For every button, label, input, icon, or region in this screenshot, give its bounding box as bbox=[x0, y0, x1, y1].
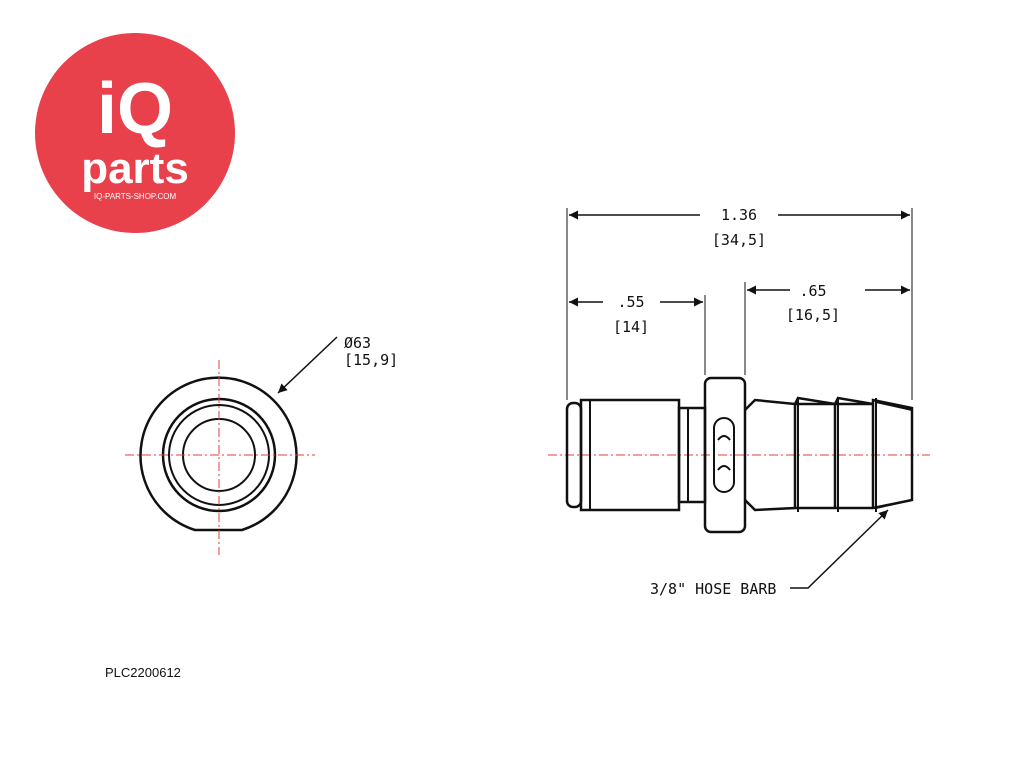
flange-logo-mark bbox=[717, 435, 731, 471]
logo-iq: iQ bbox=[97, 69, 173, 149]
diameter-leader bbox=[277, 336, 338, 394]
dim-left-inch: .55 bbox=[617, 293, 644, 311]
barb-taper-top bbox=[875, 401, 913, 411]
callout-leader bbox=[790, 509, 889, 589]
side-view: 1.36 [34,5] .55 [14] .65 [16,5] 3/8" HOS… bbox=[548, 206, 930, 598]
end-view: Ø63 [15,9] bbox=[125, 334, 398, 555]
diameter-inch: Ø63 bbox=[344, 334, 371, 352]
dim-left-mm: [14] bbox=[613, 318, 649, 336]
part-number: PLC2200612 bbox=[105, 665, 181, 680]
callout-text: 3/8" HOSE BARB bbox=[650, 580, 776, 598]
dim-right-mm: [16,5] bbox=[786, 306, 840, 324]
barb-taper-bottom bbox=[875, 499, 913, 509]
dim-overall-inch: 1.36 bbox=[721, 206, 757, 224]
diameter-mm: [15,9] bbox=[344, 351, 398, 369]
flange bbox=[703, 376, 747, 534]
hose-barb bbox=[744, 396, 914, 512]
logo-url: IQ-PARTS-SHOP.COM bbox=[94, 192, 177, 201]
logo-circle bbox=[35, 33, 235, 233]
iq-parts-logo: iQ parts IQ-PARTS-SHOP.COM bbox=[35, 33, 235, 233]
logo-parts: parts bbox=[81, 144, 189, 193]
dim-right-inch: .65 bbox=[799, 282, 826, 300]
dim-overall-mm: [34,5] bbox=[712, 231, 766, 249]
flange-logo-slot bbox=[713, 417, 735, 493]
end-view-outer-profile bbox=[139, 376, 298, 532]
